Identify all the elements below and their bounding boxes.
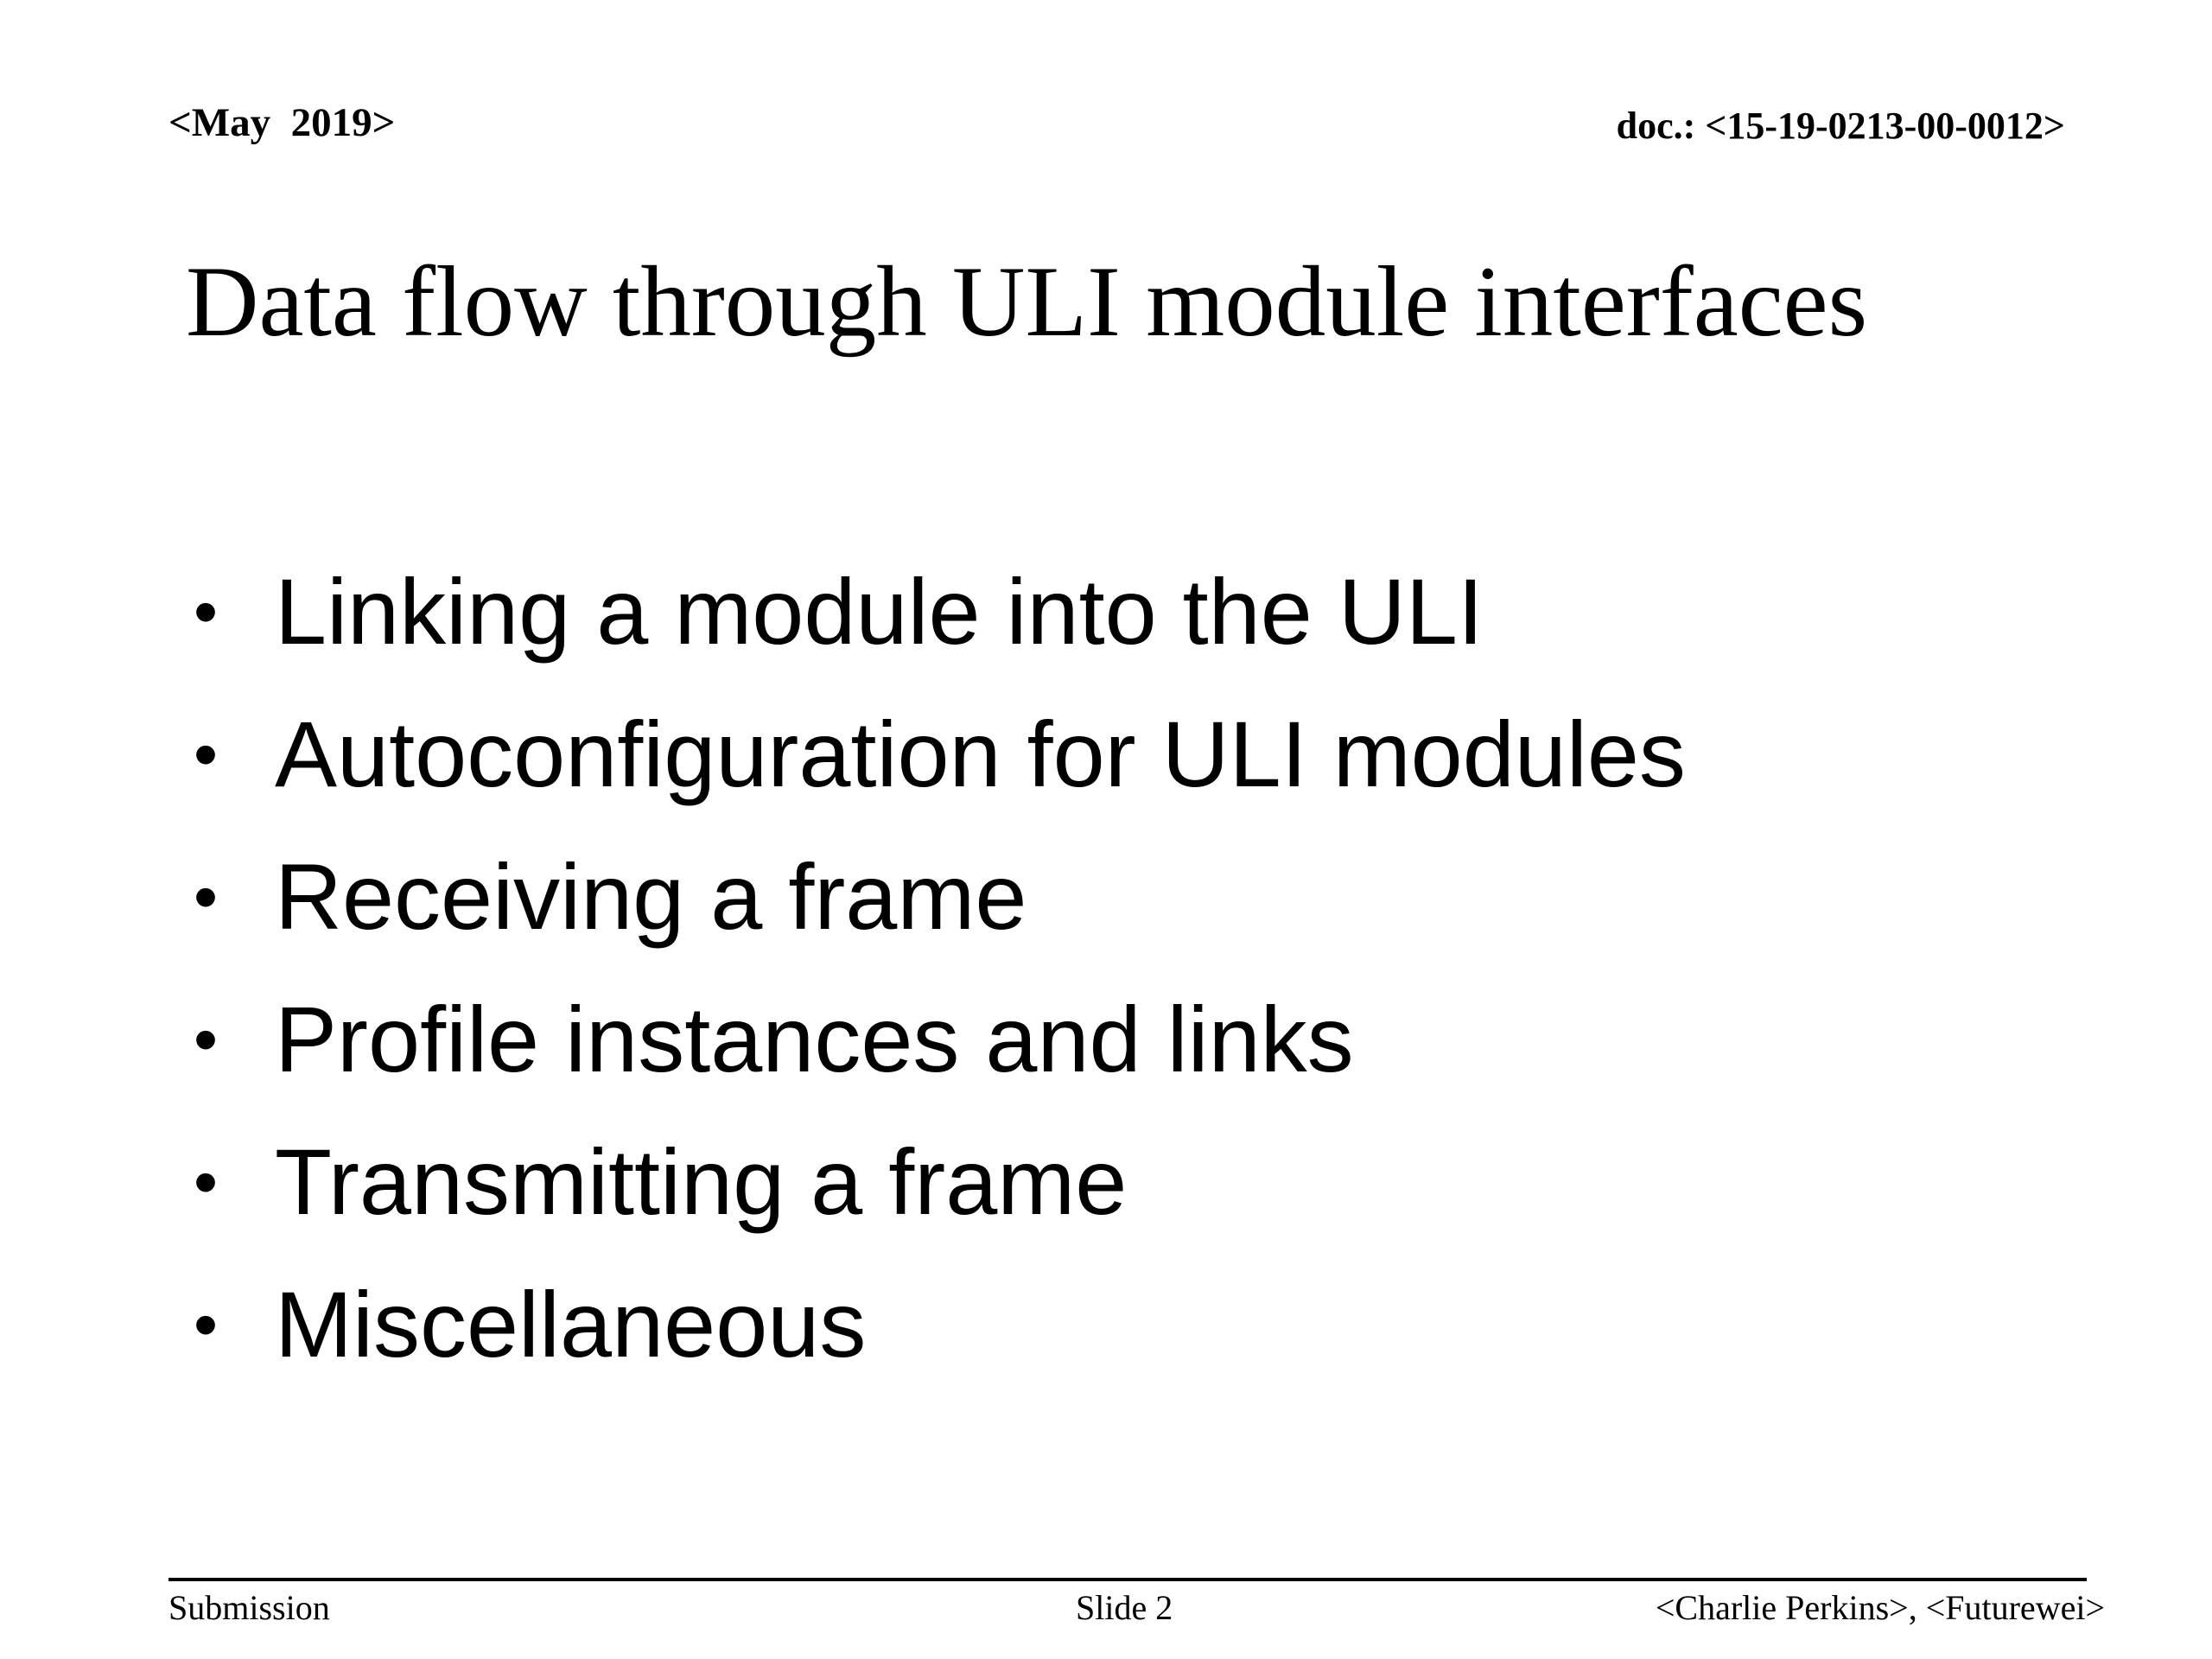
footer-slide-number: Slide 2 — [1076, 1588, 1173, 1627]
footer-submission: Submission — [168, 1588, 330, 1627]
bullet-item: • Profile instances and links — [181, 968, 1686, 1110]
bullet-icon: • — [194, 1143, 219, 1220]
bullet-text: Linking a module into the ULI — [275, 559, 1484, 664]
bullet-icon: • — [194, 858, 219, 935]
footer-divider — [168, 1578, 2087, 1581]
bullet-item: • Miscellaneous — [181, 1253, 1686, 1395]
bullet-icon: • — [194, 715, 219, 792]
header-date: <May 2019> — [168, 100, 396, 145]
bullet-text: Receiving a frame — [275, 844, 1027, 949]
bullet-text: Miscellaneous — [275, 1272, 867, 1376]
bullet-icon: • — [194, 1286, 219, 1363]
footer-author: <Charlie Perkins>, <Futurewei> — [1655, 1588, 2105, 1627]
bullet-text: Transmitting a frame — [275, 1129, 1128, 1234]
bullet-icon: • — [194, 573, 219, 650]
bullet-item: • Receiving a frame — [181, 825, 1686, 968]
bullet-text: Autoconfiguration for ULI modules — [275, 702, 1686, 806]
bullet-item: • Linking a module into the ULI — [181, 540, 1686, 683]
slide-title: Data flow through ULI module interfaces — [186, 246, 1868, 358]
header-doc-number: doc.: <15-19-0213-00-0012> — [1616, 105, 2065, 147]
bullet-text: Profile instances and links — [275, 987, 1354, 1091]
bullet-icon: • — [194, 1001, 219, 1077]
bullet-item: • Transmitting a frame — [181, 1110, 1686, 1253]
bullet-item: • Autoconfiguration for ULI modules — [181, 683, 1686, 825]
bullet-list: • Linking a module into the ULI • Autoco… — [181, 540, 1686, 1395]
